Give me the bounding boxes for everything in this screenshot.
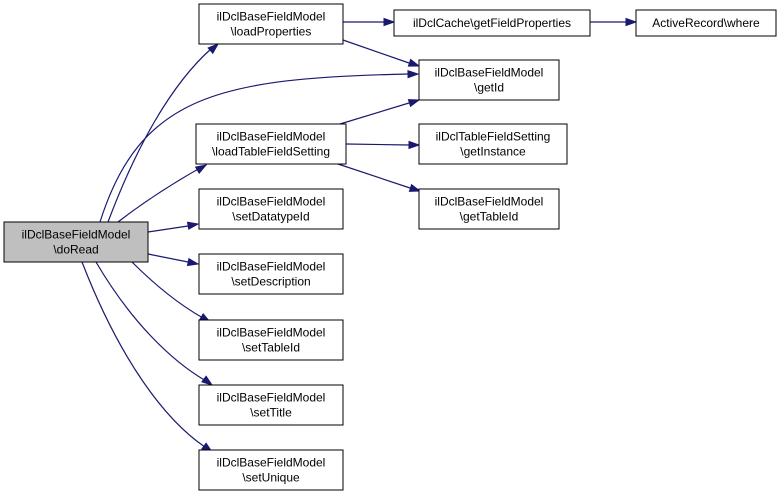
edge-doRead-to-loadTableSetting <box>117 164 208 223</box>
edge-getFieldProps-to-arWhere <box>590 17 638 27</box>
node-box <box>198 253 344 295</box>
node-getId[interactable]: ilDclBaseFieldModel\getId <box>418 59 560 101</box>
arrowhead-icon <box>407 70 420 79</box>
arrowhead-icon <box>625 17 638 27</box>
edge-line <box>342 39 410 64</box>
arrowhead-icon <box>408 183 422 192</box>
edge-line <box>345 143 410 146</box>
edge-doRead-to-getId <box>99 70 420 223</box>
edge-line <box>147 225 189 233</box>
edge-line <box>337 163 411 189</box>
edge-line <box>95 261 207 382</box>
edge-line <box>339 102 410 125</box>
edge-line <box>99 73 409 223</box>
node-box <box>198 384 344 426</box>
node-doRead: ilDclBaseFieldModel\doRead <box>3 221 149 263</box>
node-box <box>418 59 560 101</box>
arrowhead-icon <box>207 43 220 55</box>
node-label-line: ilDclBaseFieldModel <box>217 130 326 144</box>
edge-loadProperties-to-getFieldProps <box>343 17 396 27</box>
node-label-line: ActiveRecord\where <box>652 16 760 30</box>
edge-loadTableSetting-to-getId <box>339 99 421 125</box>
node-label-line: ilDclBaseFieldModel <box>217 456 326 470</box>
node-loadTableSetting[interactable]: ilDclBaseFieldModel\loadTableFieldSettin… <box>195 123 347 165</box>
edge-line <box>107 47 213 223</box>
node-label-line: ilDclTableFieldSetting <box>436 130 551 144</box>
edge-doRead-to-setDatatypeId <box>147 221 200 233</box>
node-getInstance[interactable]: ilDclTableFieldSetting\getInstance <box>418 123 568 165</box>
node-label-line: \setTableId <box>242 341 300 355</box>
node-label-line: \setDatatypeId <box>232 210 309 224</box>
node-box <box>393 9 591 37</box>
node-setUnique[interactable]: ilDclBaseFieldModel\setUnique <box>198 449 344 491</box>
arrowhead-icon <box>194 164 208 174</box>
node-setTitle[interactable]: ilDclBaseFieldModel\setTitle <box>198 384 344 426</box>
node-label-line: ilDclBaseFieldModel <box>217 391 326 405</box>
edge-line <box>131 261 204 319</box>
edge-doRead-to-setUnique <box>81 261 214 453</box>
arrowhead-icon <box>408 140 421 150</box>
node-box <box>195 123 347 165</box>
node-box <box>3 221 149 263</box>
node-label-line: \setTitle <box>250 406 292 420</box>
node-label-line: ilDclBaseFieldModel <box>435 66 544 80</box>
edge-line <box>147 253 189 263</box>
arrowhead-icon <box>186 257 200 267</box>
edge-doRead-to-loadProperties <box>107 43 220 223</box>
node-label-line: \doRead <box>53 243 98 257</box>
node-getTableId[interactable]: ilDclBaseFieldModel\getTableId <box>418 188 560 230</box>
arrowhead-icon <box>201 375 214 386</box>
node-label-line: ilDclBaseFieldModel <box>435 195 544 209</box>
node-label-line: \setUnique <box>242 471 300 485</box>
arrowhead-icon <box>407 99 421 108</box>
edge-loadProperties-to-getId <box>342 39 421 67</box>
node-label-line: \getId <box>474 81 504 95</box>
arrowhead-icon <box>186 221 200 230</box>
node-label-line: \getInstance <box>460 145 526 159</box>
node-label-line: \getTableId <box>460 210 519 224</box>
node-label-line: ilDclBaseFieldModel <box>217 260 326 274</box>
edge-doRead-to-setDescription <box>147 253 200 267</box>
edges <box>81 17 638 453</box>
node-label-line: \loadProperties <box>231 25 312 39</box>
nodes: ilDclBaseFieldModel\doReadilDclBaseField… <box>3 3 777 491</box>
node-box <box>418 123 568 165</box>
node-setDescription[interactable]: ilDclBaseFieldModel\setDescription <box>198 253 344 295</box>
node-box <box>198 319 344 361</box>
node-getFieldProps[interactable]: ilDclCache\getFieldProperties <box>393 9 591 37</box>
node-label-line: ilDclBaseFieldModel <box>217 326 326 340</box>
node-label-line: \loadTableFieldSetting <box>212 145 330 159</box>
edge-loadTableSetting-to-getTableId <box>337 163 422 192</box>
edge-doRead-to-setTitle <box>95 261 214 386</box>
node-box <box>198 449 344 491</box>
arrowhead-icon <box>407 58 421 67</box>
edge-line <box>117 167 201 223</box>
node-box <box>635 9 777 37</box>
node-setDatatypeId[interactable]: ilDclBaseFieldModel\setDatatypeId <box>198 188 344 230</box>
node-label-line: ilDclBaseFieldModel <box>217 195 326 209</box>
node-label-line: ilDclBaseFieldModel <box>22 228 131 242</box>
node-box <box>198 3 344 45</box>
node-loadProperties[interactable]: ilDclBaseFieldModel\loadProperties <box>198 3 344 45</box>
edge-doRead-to-setTableId <box>131 261 212 323</box>
arrowhead-icon <box>383 17 396 27</box>
node-box <box>418 188 560 230</box>
node-box <box>198 188 344 230</box>
node-setTableId[interactable]: ilDclBaseFieldModel\setTableId <box>198 319 344 361</box>
node-label-line: ilDclCache\getFieldProperties <box>413 16 571 30</box>
node-arWhere[interactable]: ActiveRecord\where <box>635 9 777 37</box>
edge-line <box>81 261 206 448</box>
node-label-line: \setDescription <box>231 275 310 289</box>
edge-loadTableSetting-to-getInstance <box>345 140 421 150</box>
node-label-line: ilDclBaseFieldModel <box>217 10 326 24</box>
